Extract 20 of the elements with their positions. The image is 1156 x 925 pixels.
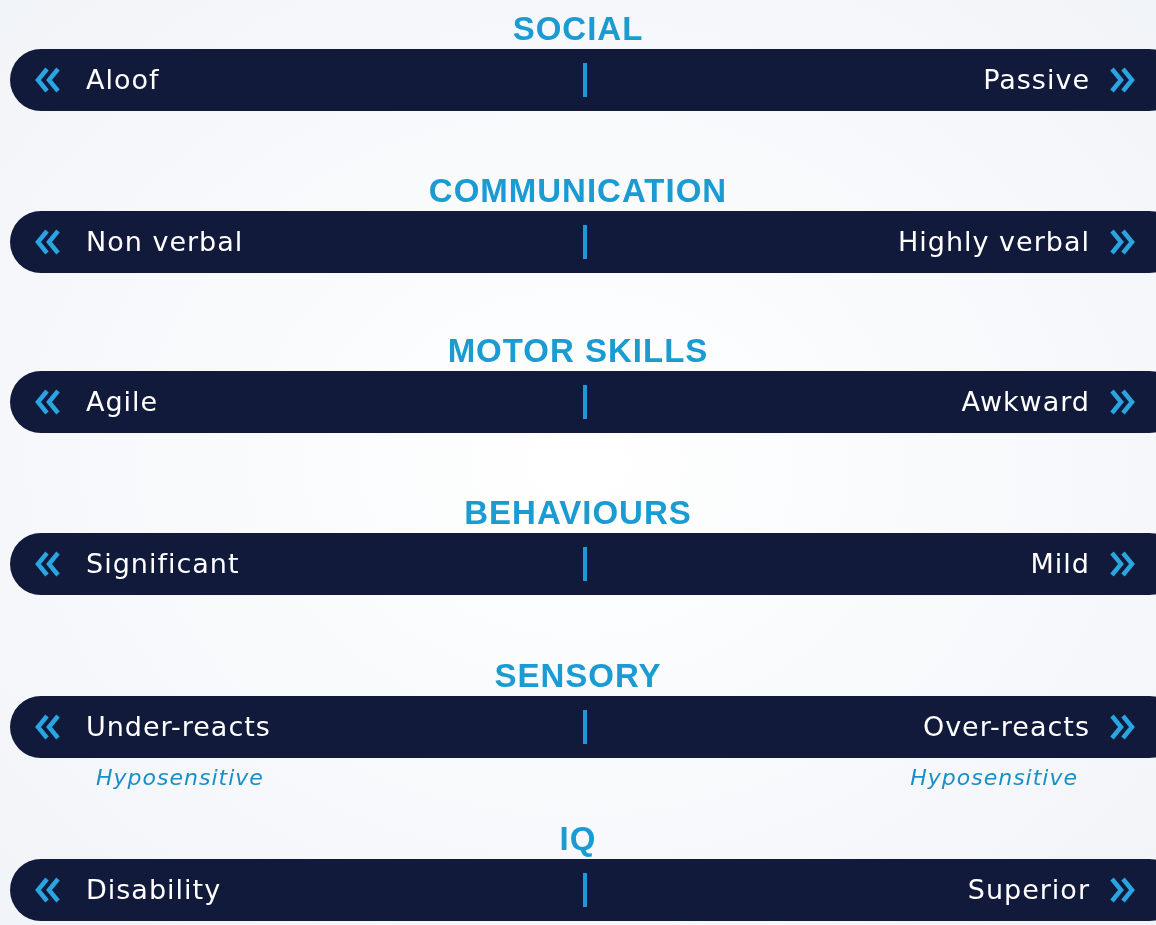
scale-label: Under-reacts <box>86 710 271 744</box>
category-heading: BEHAVIOURS <box>464 494 692 532</box>
category-heading: SOCIAL <box>512 10 644 48</box>
scale-label: Significant <box>86 547 240 581</box>
scale-label: Disability <box>86 873 222 907</box>
scale-label: Awkward <box>961 385 1090 419</box>
category-heading: COMMUNICATION <box>428 172 728 210</box>
scale-note: Hyposensitive <box>910 765 1078 790</box>
scale-note: Hyposensitive <box>96 765 264 790</box>
scale-label: Over-reacts <box>922 710 1090 744</box>
scale-label: Aloof <box>86 63 160 97</box>
scale-label: Superior <box>967 873 1090 907</box>
category-heading: MOTOR SKILLS <box>447 332 709 370</box>
scale-label: Highly verbal <box>898 225 1090 259</box>
scale-label: Non verbal <box>86 225 244 259</box>
scale-label: Mild <box>1030 547 1090 581</box>
category-heading: IQ <box>559 820 597 858</box>
scale-label: Agile <box>86 385 159 419</box>
scale-label: Passive <box>983 63 1090 97</box>
category-heading: SENSORY <box>494 657 662 695</box>
